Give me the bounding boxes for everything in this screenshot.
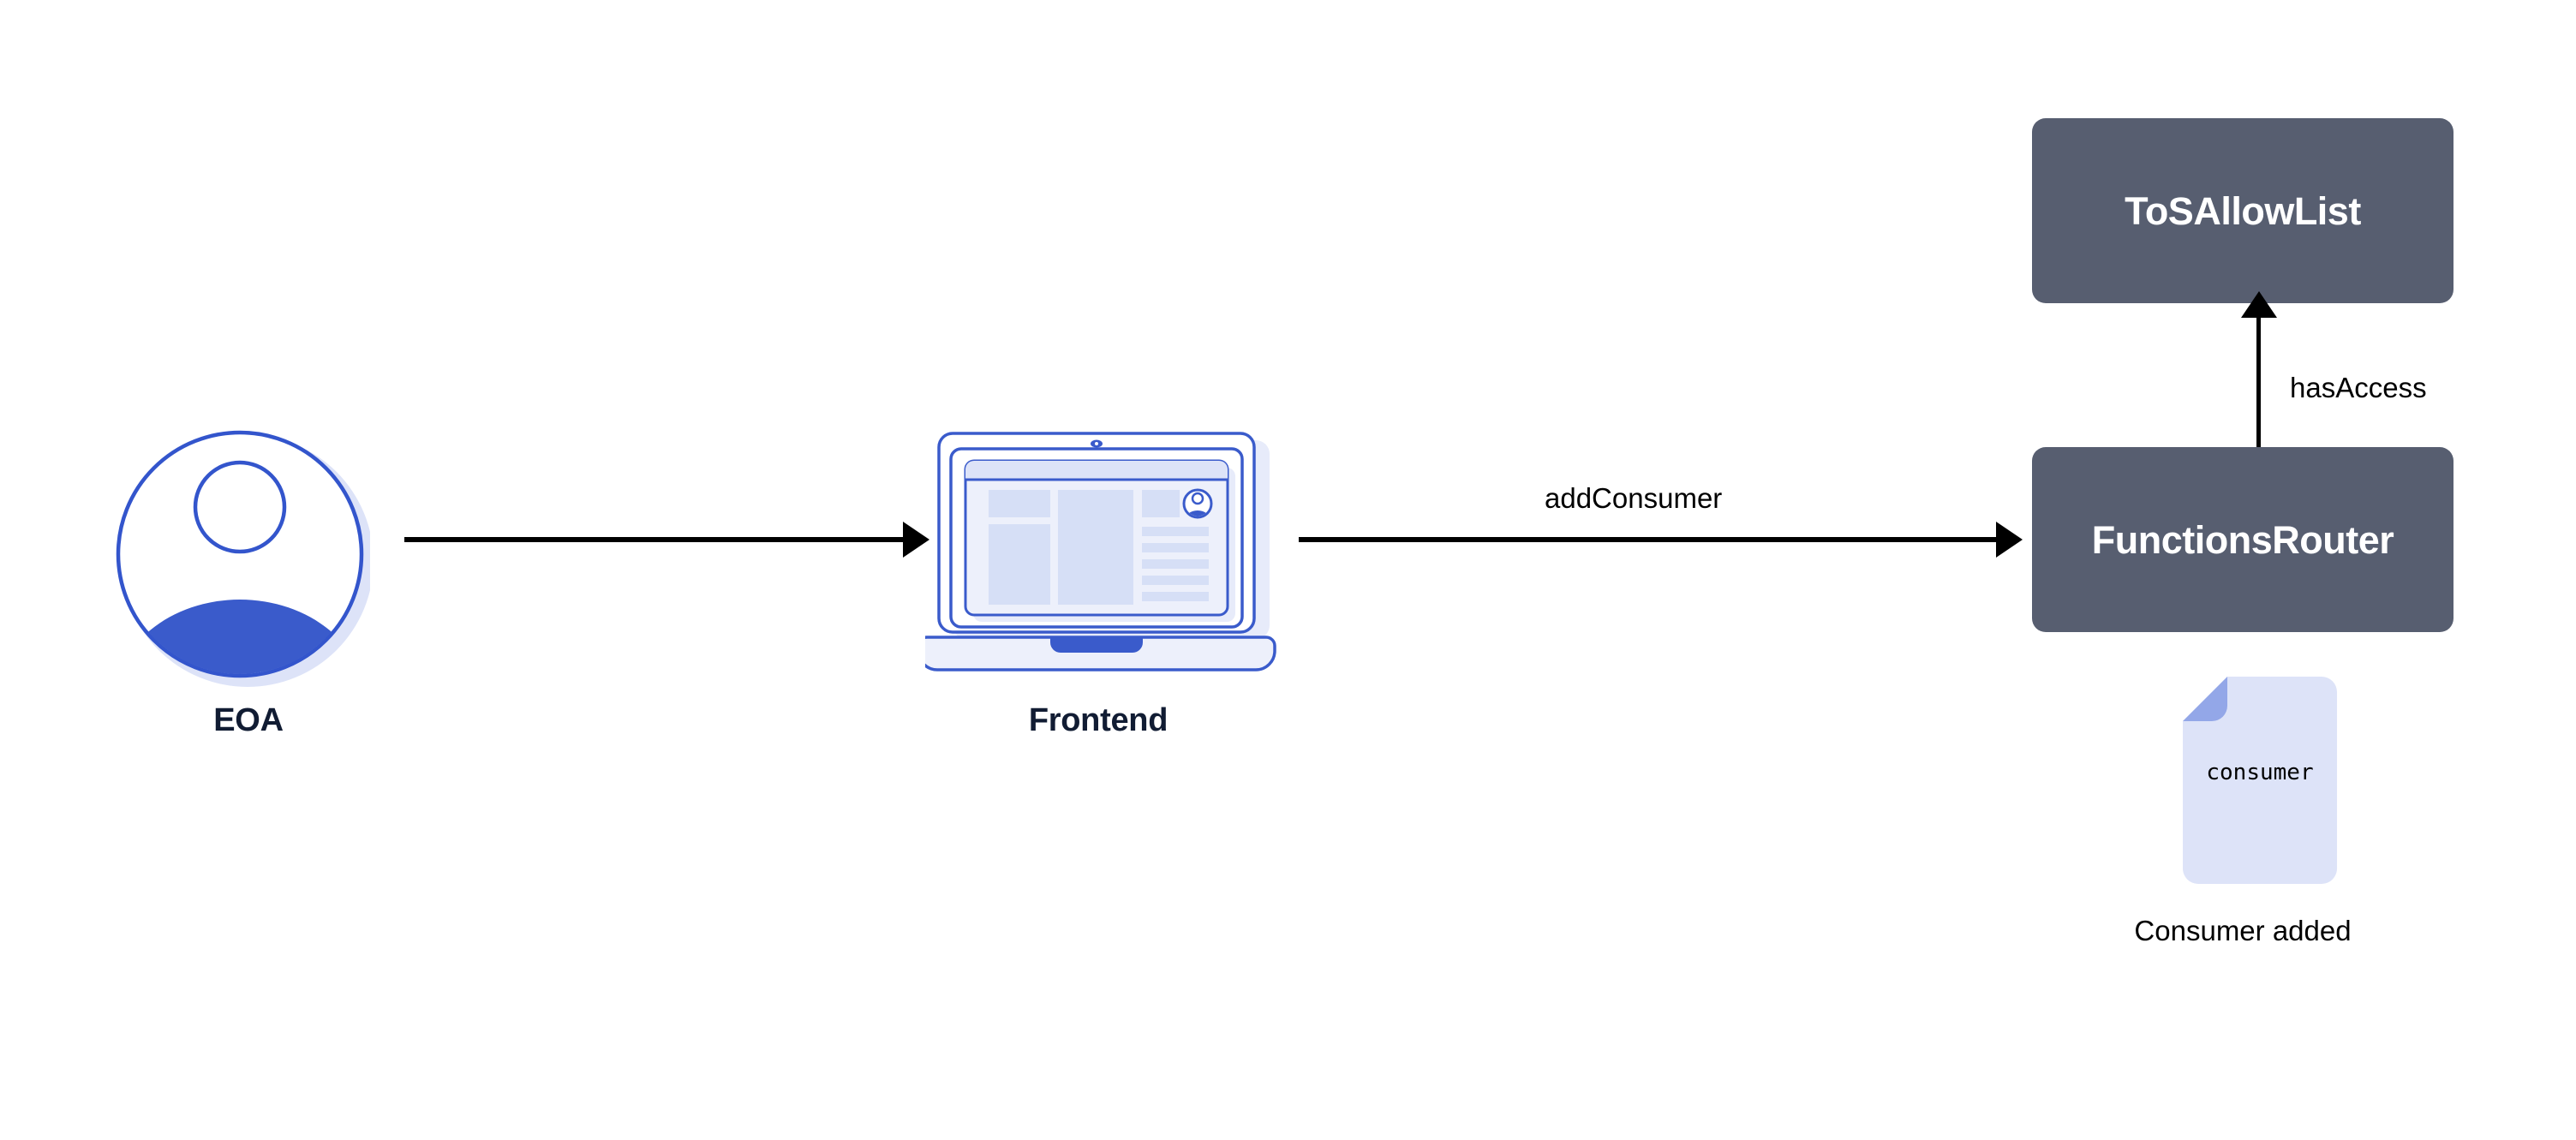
laptop-icon: [917, 428, 1302, 685]
arrow-router-to-tos-line: [2256, 315, 2261, 449]
functions-router-node[interactable]: FunctionsRouter: [2032, 447, 2453, 632]
arrow-eoa-to-frontend-line: [404, 537, 910, 542]
screen-avatar-icon: [1182, 488, 1213, 519]
frontend-caption: Frontend: [1028, 702, 1168, 738]
document-icon: consumer: [2176, 675, 2344, 891]
eoa-caption: EOA: [213, 702, 284, 738]
tos-allow-list-label: ToSAllowList: [2125, 188, 2361, 233]
arrow-router-to-tos-head: [2241, 291, 2277, 318]
document-body-text: consumer: [2206, 760, 2313, 785]
arrow-frontend-to-router-line: [1299, 537, 2001, 542]
functions-router-label: FunctionsRouter: [2091, 517, 2394, 562]
arrow-frontend-to-router-head: [1996, 522, 2023, 558]
arrow-eoa-to-frontend-head: [903, 522, 929, 558]
tos-allow-list-node[interactable]: ToSAllowList: [2032, 118, 2453, 303]
edge-label-add-consumer: addConsumer: [1545, 482, 1723, 514]
eoa-avatar-icon: [113, 421, 374, 695]
edge-label-has-access: hasAccess: [2290, 372, 2427, 403]
consumer-added-caption: Consumer added: [2134, 915, 2352, 946]
